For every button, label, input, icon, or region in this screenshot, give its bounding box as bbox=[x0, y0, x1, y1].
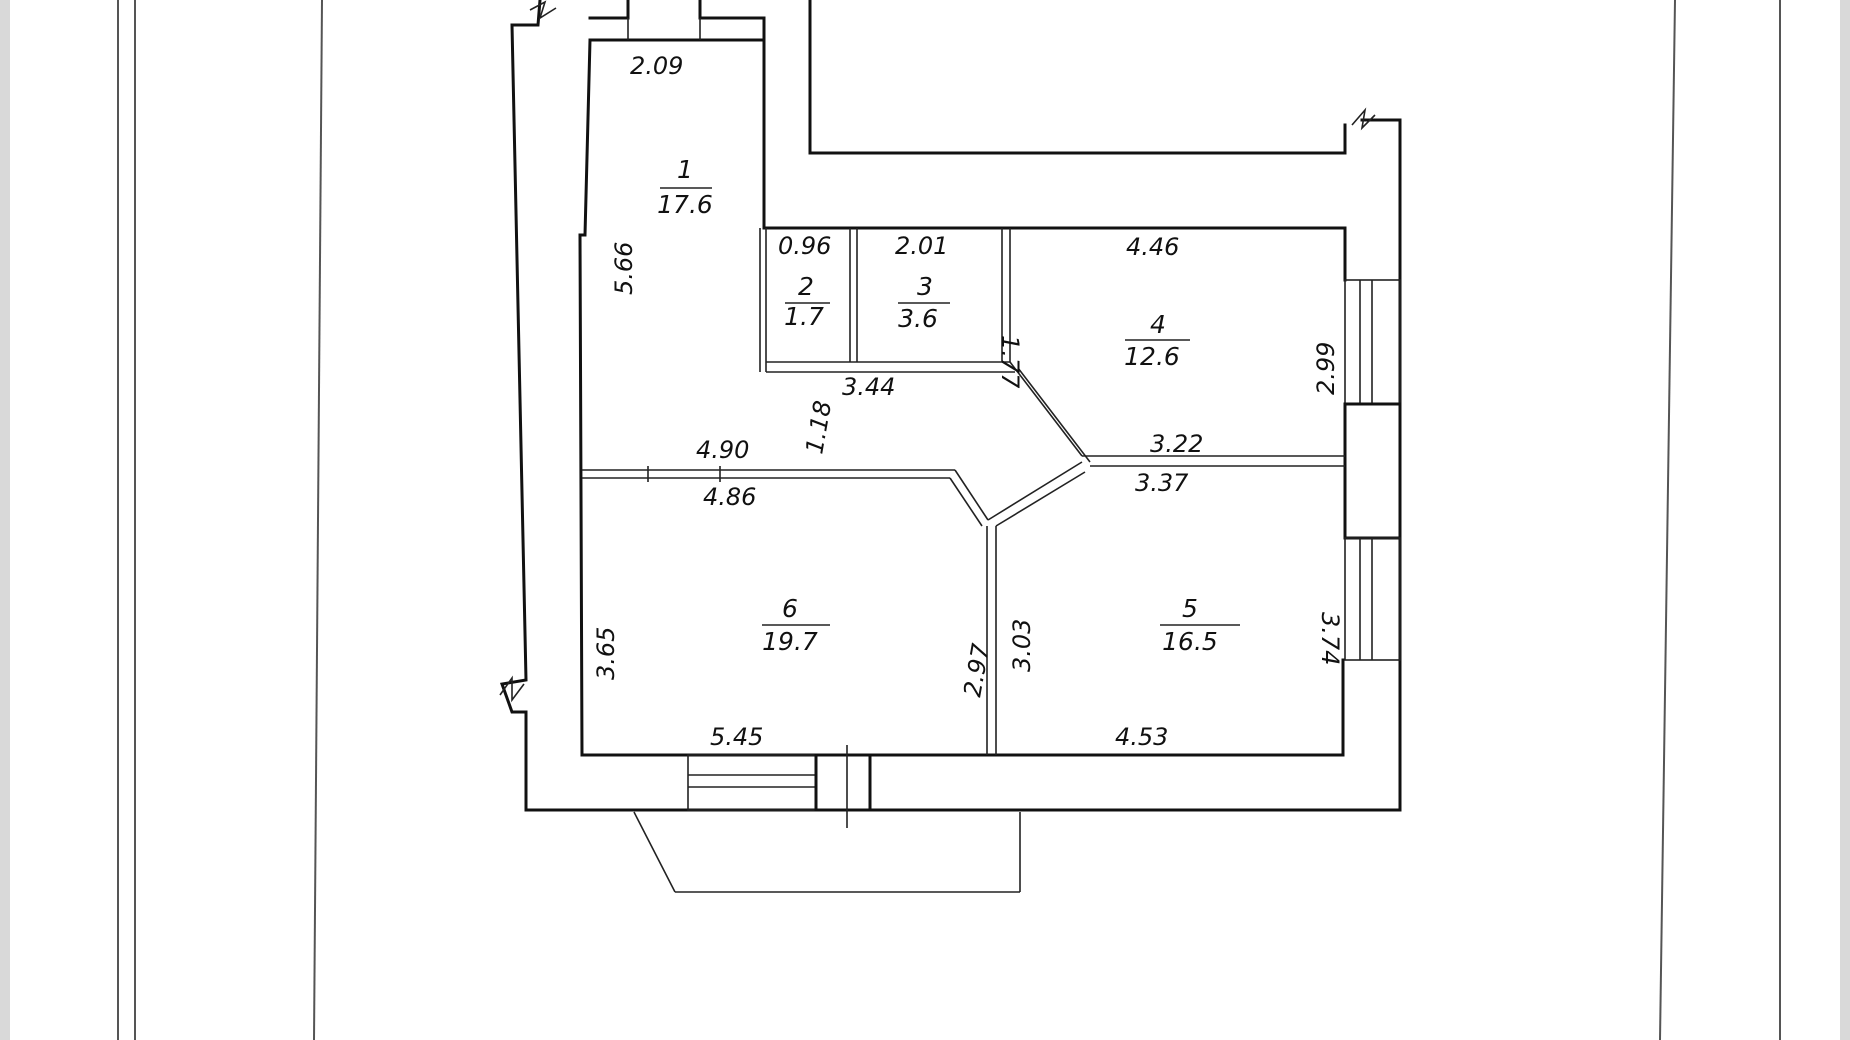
room-number: 4 bbox=[1150, 310, 1166, 339]
scan-edge-left bbox=[0, 0, 10, 1040]
interior-partitions bbox=[582, 228, 1345, 755]
scan-edge-right bbox=[1840, 0, 1850, 1040]
drawing-frame bbox=[117, 0, 1781, 1040]
right-windows bbox=[1343, 279, 1402, 661]
room-1-label: 1 17.6 bbox=[657, 155, 713, 219]
dim-hall-width: 3.44 bbox=[842, 373, 895, 401]
dim-room5-right: 3.74 bbox=[1316, 612, 1344, 665]
dim-room6-right: 2.97 bbox=[958, 641, 995, 699]
room-area: 16.5 bbox=[1162, 627, 1218, 656]
room-number: 1 bbox=[677, 155, 693, 184]
room-area: 19.7 bbox=[762, 627, 818, 656]
room-2-label: 2 1.7 bbox=[784, 272, 830, 331]
dim-room3-width: 2.01 bbox=[895, 232, 948, 260]
dim-hall-height: 1.18 bbox=[800, 399, 837, 456]
dim-room4-height: 2.99 bbox=[1312, 342, 1340, 395]
dim-room3-height: 1.77 bbox=[996, 335, 1024, 389]
dim-room5-bottom: 4.53 bbox=[1115, 723, 1168, 751]
dim-room6-left: 3.65 bbox=[592, 627, 620, 680]
room-3-label: 3 3.6 bbox=[898, 272, 950, 333]
outer-walls bbox=[499, 0, 1402, 812]
dim-hall-left: 4.90 bbox=[696, 436, 749, 464]
dim-top-entry: 2.09 bbox=[630, 52, 683, 80]
dim-room4-bottom: 3.22 bbox=[1150, 430, 1203, 458]
bottom-windows bbox=[633, 745, 1021, 893]
room-area: 1.7 bbox=[784, 302, 824, 331]
dimension-labels: 2.09 5.66 0.96 2.01 1.77 3.44 1.18 4.46 … bbox=[592, 52, 1344, 751]
room-5-label: 5 16.5 bbox=[1160, 594, 1240, 656]
dim-room6-top: 4.86 bbox=[703, 483, 756, 511]
room-number: 5 bbox=[1182, 594, 1198, 623]
dim-room4-width: 4.46 bbox=[1126, 233, 1179, 261]
room-number: 3 bbox=[917, 272, 933, 301]
dim-room2-width: 0.96 bbox=[778, 232, 831, 260]
room-number: 2 bbox=[798, 272, 814, 301]
room-area: 3.6 bbox=[898, 304, 938, 333]
room-4-label: 4 12.6 bbox=[1124, 310, 1190, 371]
dim-room5-top: 3.37 bbox=[1135, 469, 1189, 497]
break-marks bbox=[499, 0, 1376, 703]
room-area: 12.6 bbox=[1124, 342, 1180, 371]
room-area: 17.6 bbox=[657, 190, 713, 219]
dim-room6-bottom: 5.45 bbox=[710, 723, 763, 751]
room-number: 6 bbox=[782, 594, 798, 623]
room-6-label: 6 19.7 bbox=[762, 594, 830, 656]
dim-room5-left: 3.03 bbox=[1008, 619, 1036, 672]
dim-room1-height: 5.66 bbox=[610, 242, 638, 295]
